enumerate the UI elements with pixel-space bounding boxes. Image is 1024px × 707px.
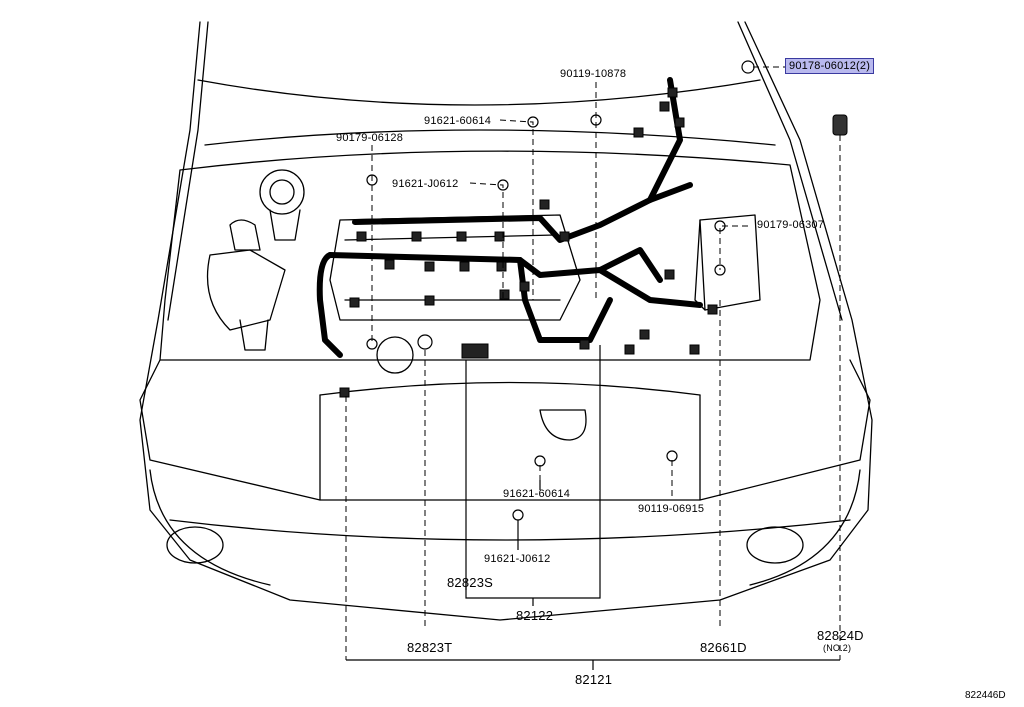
harness-connectors: [339, 87, 718, 398]
grommet-82824d: [832, 114, 848, 136]
label-91621-60614-bottom[interactable]: 91621-60614: [503, 488, 571, 500]
engine-bay-outline: [139, 150, 871, 586]
label-82122[interactable]: 82122: [516, 608, 554, 623]
left-fog-light: [166, 526, 224, 564]
fuse-box: [694, 214, 761, 311]
label-82824d-note: (NO.2): [823, 643, 852, 653]
label-82824d[interactable]: 82824D: [817, 628, 864, 643]
engine-block: [329, 214, 587, 441]
left-components: [206, 169, 305, 351]
label-91621-60614-top[interactable]: 91621-60614: [424, 115, 492, 127]
right-fog-light: [746, 526, 804, 564]
label-90119-10878[interactable]: 90119-10878: [560, 68, 627, 80]
label-91621-j0612-bottom[interactable]: 91621-J0612: [484, 553, 551, 565]
hood-outline: [139, 21, 873, 621]
label-90178-06012[interactable]: 90178-06012(2): [785, 58, 875, 74]
label-82121[interactable]: 82121: [575, 672, 613, 687]
illustration-id: 822446D: [965, 690, 1006, 701]
leader-lines: [345, 66, 841, 660]
label-82823s[interactable]: 82823S: [447, 575, 494, 590]
label-91621-j0612-top[interactable]: 91621-J0612: [392, 178, 459, 190]
label-90179-06307[interactable]: 90179-06307: [757, 219, 825, 231]
bolts: [366, 60, 755, 521]
bracket-lines: [346, 345, 840, 670]
label-82823t[interactable]: 82823T: [407, 640, 453, 655]
label-90179-06128[interactable]: 90179-06128: [336, 132, 404, 144]
label-90119-06915[interactable]: 90119-06915: [638, 503, 705, 515]
label-82661d[interactable]: 82661D: [700, 640, 747, 655]
wire-harness: [316, 77, 703, 358]
